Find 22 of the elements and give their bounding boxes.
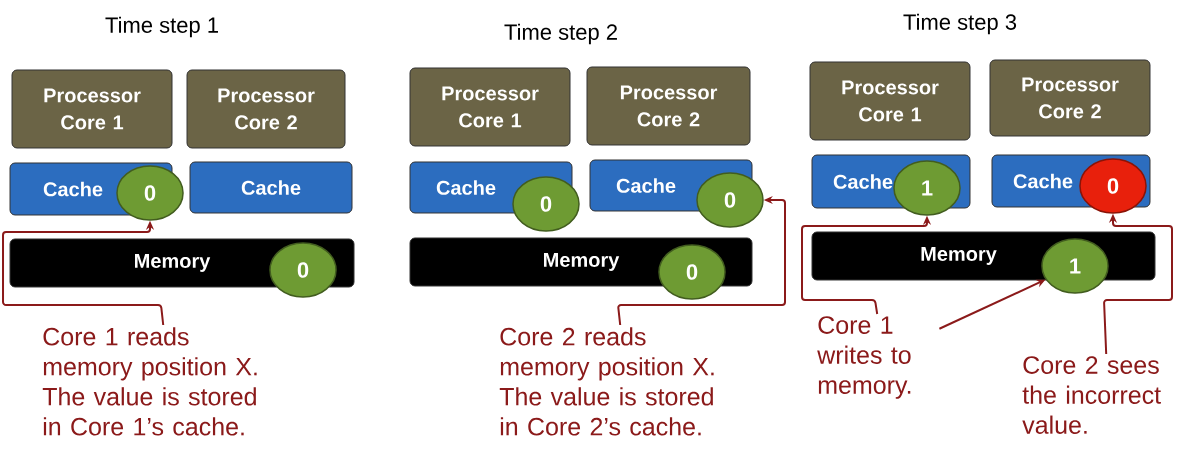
value-bubble: 0 [696,172,764,228]
cache-box: Cache [189,161,353,214]
value-bubble: 0 [512,176,580,232]
processor-box: Processor Core 1 [809,61,971,141]
value-bubble: 1 [893,160,961,216]
annotation-text: Core 1 writes to memory. [817,316,911,399]
value-bubble: 0 [116,165,184,221]
processor-box: Processor Core 1 [409,67,571,147]
annotation-text: Core 2 sees the incorrect value. [1022,356,1161,434]
value-bubble: 0 [658,244,726,300]
step-title: Time step 2 [504,23,617,45]
step-title: Time step 1 [105,16,218,38]
annotation-text: Core 2 reads memory position X. The value is stored in Core 2’s cache. [499,327,714,436]
processor-box: Processor Core 1 [11,69,173,149]
annotation-text: Core 1 reads memory position X. The value is stored in Core 1’s cache. [42,327,257,436]
processor-box: Processor Core 2 [989,59,1151,137]
value-bubble: 0 [269,242,337,298]
processor-box: Processor Core 2 [586,66,751,146]
processor-box: Processor Core 2 [186,69,346,149]
step-title: Time step 3 [903,13,1017,35]
value-bubble: 1 [1041,238,1109,294]
value-bubble: 0 [1079,158,1147,214]
